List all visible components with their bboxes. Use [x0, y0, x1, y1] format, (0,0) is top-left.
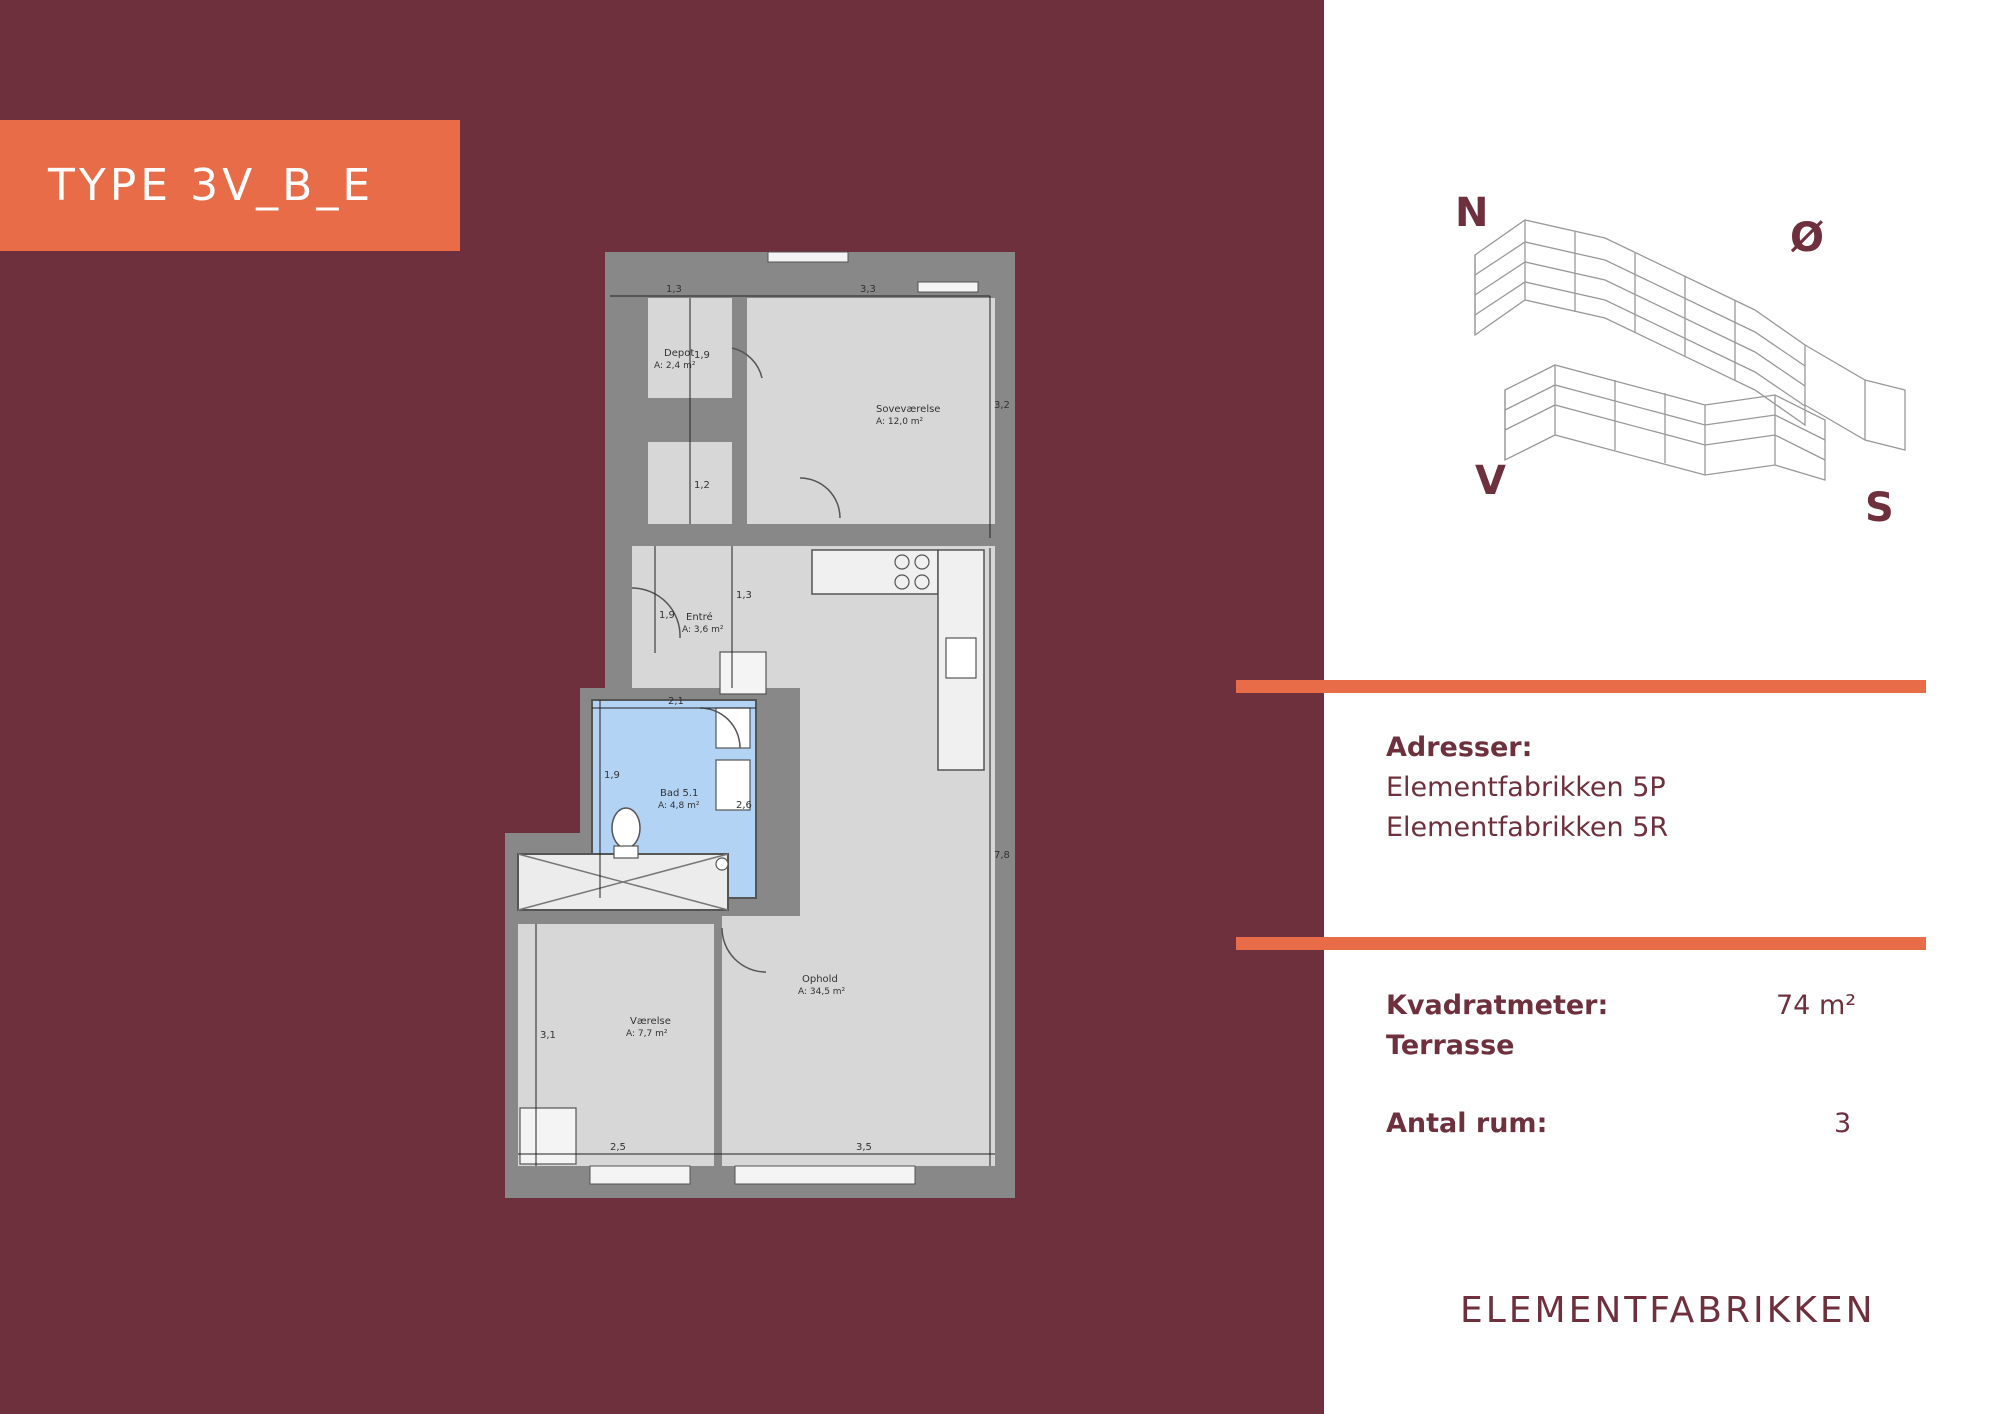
dim-label: 7,8	[994, 850, 1010, 861]
addresses-label: Adresser:	[1386, 732, 1533, 763]
type-label: TYPE 3V_B_E	[48, 160, 375, 211]
rooms-label: Antal rum:	[1386, 1108, 1548, 1139]
room-name: Bad 5.1	[660, 788, 698, 799]
room-name: Soveværelse	[876, 404, 940, 415]
dim-label: 1,3	[736, 590, 752, 601]
compass-south: S	[1865, 485, 1894, 531]
type-badge: TYPE 3V_B_E	[0, 120, 460, 251]
room-name: Depot	[664, 348, 694, 359]
dim-label: 3,2	[994, 400, 1010, 411]
compass-north: N	[1455, 190, 1489, 236]
dim-label: 2,5	[610, 1142, 626, 1153]
dim-label: 3,1	[540, 1030, 556, 1041]
room-area: A: 34,5 m²	[798, 987, 846, 997]
dim-label: 3,5	[856, 1142, 872, 1153]
shower-drain	[715, 857, 729, 871]
sqm-value: 74 m²	[1776, 990, 1857, 1021]
room-sovevaerelse	[747, 298, 995, 524]
address-line: Elementfabrikken 5P	[1386, 772, 1666, 803]
room-ophold-lower	[722, 916, 802, 1166]
divider-bottom	[1236, 937, 1926, 950]
compass-west: V	[1475, 458, 1506, 504]
dim-label: 1,9	[694, 350, 710, 361]
room-name: Ophold	[802, 974, 838, 985]
toilet	[611, 807, 641, 849]
dim-label: 3,3	[860, 284, 876, 295]
room-area: A: 12,0 m²	[876, 417, 924, 427]
room-area: A: 3,6 m²	[682, 625, 724, 635]
dim-label: 1,9	[659, 610, 675, 621]
room-entre	[632, 546, 800, 688]
compass-east: Ø	[1790, 215, 1825, 261]
sqm-label: Kvadratmeter:	[1386, 990, 1609, 1021]
dim-label: 1,3	[666, 284, 682, 295]
divider-top	[1236, 680, 1926, 693]
room-area: A: 4,8 m²	[658, 801, 700, 811]
dim-label: 2,1	[668, 696, 684, 707]
room-name: Værelse	[630, 1016, 671, 1027]
floor-plan: 1,3 3,3 1,9 3,2 1,2 1,9 1,3 2,1 1,9 2,6 …	[505, 251, 1015, 1198]
room-area: A: 2,4 m²	[654, 361, 696, 371]
room-name: Entré	[686, 611, 713, 623]
brand-logo: ELEMENTFABRIKKEN	[1460, 1290, 1876, 1331]
dim-label: 1,9	[604, 770, 620, 781]
address-line: Elementfabrikken 5R	[1386, 812, 1669, 843]
rooms-value: 3	[1834, 1108, 1852, 1139]
dim-label: 2,6	[736, 800, 752, 811]
terrace-label: Terrasse	[1386, 1030, 1515, 1061]
room-area: A: 7,7 m²	[626, 1029, 668, 1039]
kitchen-counter	[811, 549, 939, 595]
site-orientation-sketch	[1474, 219, 1906, 481]
bath-washer	[715, 759, 751, 811]
dim-label: 1,2	[694, 480, 710, 491]
